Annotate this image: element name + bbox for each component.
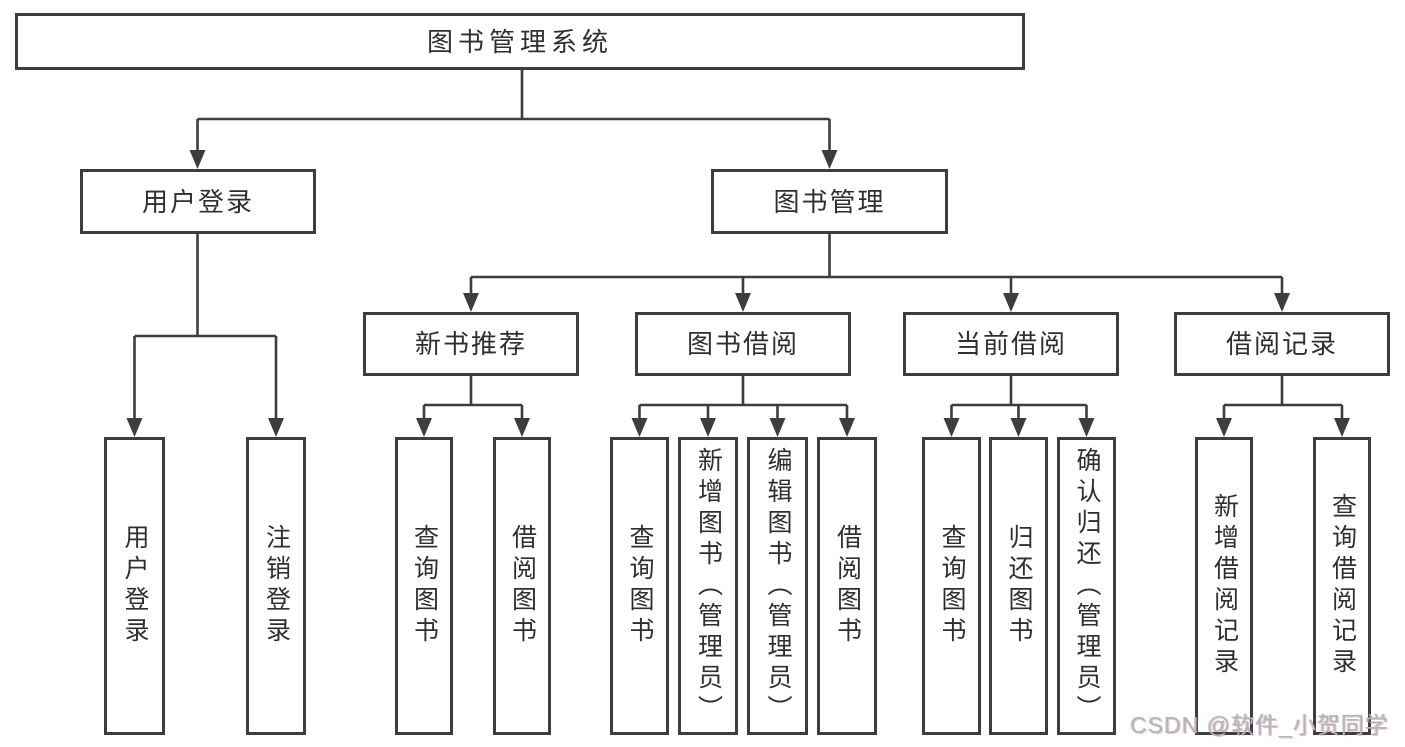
node-user-login: 用户登录: [80, 169, 316, 234]
arrow-down-icon: [1003, 293, 1019, 312]
node-label: 查询图书: [938, 524, 966, 648]
node-label: 查询图书: [410, 524, 439, 648]
arrow-down-icon: [1078, 418, 1095, 437]
leaf-query-books-borrowing: 查询图书: [610, 437, 669, 735]
leaf-query-books-current: 查询图书: [922, 437, 981, 735]
node-book-borrowing: 图书借阅: [635, 312, 851, 376]
leaf-add-borrow-record: 新增借阅记录: [1195, 437, 1253, 735]
node-label: 新增借阅记录: [1210, 493, 1239, 679]
arrow-down-icon: [769, 418, 786, 437]
node-label: 查询借阅记录: [1328, 493, 1357, 679]
node-label: 图书借阅: [686, 329, 799, 359]
arrow-down-icon: [1010, 418, 1027, 437]
node-label: 用户登录: [121, 524, 149, 648]
arrow-down-icon: [735, 293, 751, 312]
arrow-down-icon: [1274, 293, 1290, 312]
node-label: 用户登录: [141, 186, 254, 217]
node-label: 查询图书: [626, 524, 654, 648]
arrow-down-icon: [514, 418, 530, 437]
leaf-user-login: 用户登录: [104, 437, 165, 735]
arrow-down-icon: [943, 418, 960, 437]
node-label: 借阅图书: [508, 524, 537, 648]
node-label: 借阅记录: [1225, 329, 1338, 359]
arrow-down-icon: [631, 418, 648, 437]
arrow-down-icon: [839, 418, 855, 437]
csdn-watermark: CSDN @软件_小贺同学: [1130, 712, 1389, 738]
arrow-down-icon: [821, 150, 838, 169]
arrow-down-icon: [463, 293, 479, 312]
leaf-logout: 注销登录: [246, 437, 306, 735]
node-current-borrowing: 当前借阅: [903, 312, 1119, 376]
arrow-down-icon: [1334, 418, 1350, 437]
leaf-query-books-recommend: 查询图书: [395, 437, 453, 735]
node-label: 编辑图书（管理员）: [764, 446, 792, 726]
leaf-borrow-books: 借阅图书: [817, 437, 877, 735]
arrow-down-icon: [268, 418, 284, 437]
arrow-down-icon: [126, 418, 143, 437]
leaf-confirm-return-admin: 确认归还（管理员）: [1057, 437, 1116, 735]
leaf-add-books-admin: 新增图书（管理员）: [678, 437, 738, 735]
arrow-down-icon: [700, 418, 716, 437]
node-root-system: 图书管理系统: [15, 13, 1025, 70]
arrow-down-icon: [189, 150, 206, 169]
arrow-down-icon: [416, 418, 432, 437]
leaf-return-books: 归还图书: [989, 437, 1048, 735]
leaf-query-borrow-record: 查询借阅记录: [1313, 437, 1371, 735]
node-label: 借阅图书: [833, 524, 862, 648]
node-label: 当前借阅: [954, 329, 1067, 359]
node-book-management: 图书管理: [711, 169, 948, 234]
node-new-book-recommend: 新书推荐: [363, 312, 579, 376]
arrowheads: [126, 150, 1350, 437]
connector-path: [133, 70, 1344, 420]
node-borrowing-records: 借阅记录: [1174, 312, 1390, 376]
leaf-edit-books-admin: 编辑图书（管理员）: [747, 437, 808, 735]
leaf-borrow-books-recommend: 借阅图书: [493, 437, 551, 735]
node-label: 归还图书: [1005, 524, 1033, 648]
node-label: 图书管理系统: [426, 26, 613, 57]
arrow-down-icon: [1216, 418, 1232, 437]
node-label: 确认归还（管理员）: [1073, 446, 1101, 726]
node-label: 图书管理: [773, 186, 886, 217]
node-label: 新增图书（管理员）: [694, 446, 723, 726]
node-label: 新书推荐: [414, 329, 527, 359]
node-label: 注销登录: [262, 524, 291, 648]
